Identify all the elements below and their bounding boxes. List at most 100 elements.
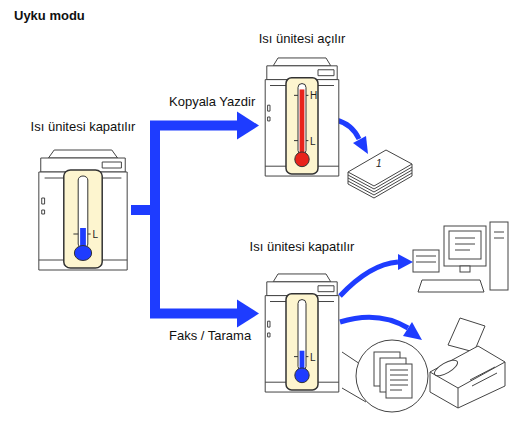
edge-label: Kopyala Yazdir	[167, 94, 257, 109]
thermometer-part	[73, 234, 78, 235]
detail-callout-part	[390, 390, 402, 391]
detail-callout-part	[390, 375, 408, 376]
computer-icon-part	[490, 222, 508, 290]
printer-drawing	[262, 272, 342, 394]
detail-callout-part	[342, 352, 360, 364]
computer-icon-part	[418, 280, 484, 292]
thermometer-mark: L	[310, 351, 316, 362]
thermometer-part	[64, 170, 102, 268]
detail-callout-part	[390, 370, 408, 371]
flow-line	[131, 210, 238, 313]
printer-illustration-part	[273, 58, 331, 66]
printer-illustration-part	[273, 274, 331, 282]
node-heading: Isı ünitesi kapatılır	[250, 239, 355, 254]
thermometer-mark: L	[93, 229, 99, 240]
output-arrow-part	[336, 120, 359, 139]
thermometer-part	[294, 356, 298, 357]
thermometer-part	[294, 95, 298, 96]
computer-icon-part	[494, 232, 504, 233]
page-number: 1	[376, 158, 382, 169]
computer-icon-part	[416, 256, 436, 257]
computer-icon-part	[416, 262, 436, 263]
flow-arrow	[131, 112, 259, 210]
computer-icon-part	[449, 231, 481, 259]
printer-drawing	[262, 56, 342, 178]
flow-arrow	[131, 210, 259, 327]
detail-callout-part	[356, 340, 428, 412]
printer-node: Isı ünitesi açılırHL	[262, 56, 342, 178]
thermometer	[286, 78, 318, 174]
printer-illustration-part	[318, 70, 334, 76]
fax-icon-part	[432, 357, 460, 379]
thermometer-part	[306, 95, 308, 96]
thermometer-part	[88, 234, 91, 235]
arrow-head	[237, 112, 259, 140]
printer-illustration	[265, 58, 339, 176]
printer-illustration-part	[265, 296, 339, 392]
computer-icon-part	[494, 238, 504, 239]
paper-output-part	[348, 150, 412, 186]
computer-icon-part	[455, 250, 470, 251]
thermometer-part	[295, 368, 309, 383]
computer-icon-part	[444, 226, 486, 266]
paper-output	[348, 150, 412, 198]
printer-illustration-part	[268, 117, 270, 121]
thermometer-part	[295, 152, 309, 167]
output-arrow-part	[340, 262, 398, 296]
printer-node: Isı ünitesi kapatılırL	[262, 272, 342, 394]
thermometer-part	[286, 78, 318, 174]
detail-callout-part	[390, 385, 408, 386]
printer-illustration-part	[48, 150, 117, 158]
output-arrow	[336, 120, 368, 154]
paper-output-part	[348, 172, 349, 184]
flow-line	[131, 126, 238, 210]
output-arrow	[340, 254, 413, 296]
printer-illustration-part	[42, 210, 45, 214]
thermometer-part	[306, 356, 308, 357]
printer-illustration-part	[268, 105, 270, 111]
printer-drawing	[35, 148, 131, 272]
output-arrow-part	[403, 322, 422, 340]
printer-illustration-part	[318, 286, 334, 292]
thermometer-mark: H	[310, 90, 317, 101]
node-heading: Isı ünitesi açılır	[259, 31, 346, 46]
thermometer-part	[300, 89, 305, 158]
printer-illustration-part	[268, 321, 270, 327]
edge-label: Faks / Tarama	[167, 328, 253, 343]
output-arrow-part	[340, 317, 408, 328]
output-arrow-part	[353, 136, 368, 154]
arrow-head	[237, 299, 259, 327]
fax-icon-part	[472, 373, 497, 386]
thermometer	[286, 294, 318, 390]
node-heading: Isı ünitesi kapatılır	[31, 119, 136, 134]
fax-icon-part	[430, 346, 505, 408]
fax-icon-part	[458, 388, 459, 408]
detail-callout-part	[386, 364, 412, 398]
printer-illustration-part	[268, 333, 270, 337]
printer-node: Isı ünitesi kapatılırL	[35, 148, 131, 272]
thermometer-part	[74, 246, 91, 261]
thermometer-part	[306, 140, 308, 141]
computer-icon-part	[460, 266, 470, 272]
computer-icon-part	[413, 250, 439, 272]
printer-illustration	[39, 150, 127, 270]
printer-illustration-part	[102, 162, 121, 168]
fax-icon-part	[470, 367, 495, 380]
thermometer-part	[286, 294, 318, 390]
printer-illustration-part	[265, 80, 339, 176]
printer-illustration-part	[42, 198, 45, 204]
computer-icon	[413, 222, 508, 292]
diagram-title: Uyku modu	[14, 8, 85, 23]
detail-callout	[342, 340, 428, 412]
paper-output-part	[412, 164, 413, 176]
printer-illustration-part	[39, 172, 127, 270]
computer-icon-part	[455, 238, 475, 239]
output-arrow-part	[398, 254, 413, 270]
computer-icon-part	[455, 244, 475, 245]
fax-icon	[430, 318, 505, 408]
detail-callout-part	[390, 380, 408, 381]
output-arrow	[340, 317, 422, 340]
thermometer-mark: L	[310, 135, 316, 146]
thermometer-part	[294, 140, 298, 141]
